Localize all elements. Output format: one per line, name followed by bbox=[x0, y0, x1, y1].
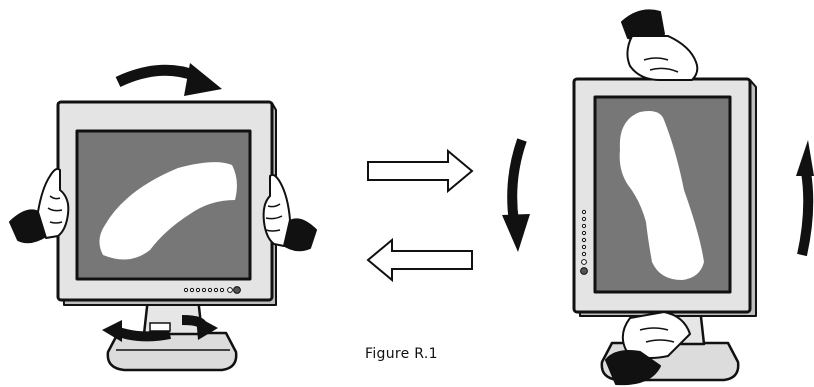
landscape-control-buttons bbox=[183, 286, 241, 294]
left-hand-icon bbox=[9, 167, 70, 244]
portrait-screen-shape bbox=[619, 111, 704, 280]
down-rotate-arrow-icon bbox=[502, 138, 530, 252]
portrait-control-buttons bbox=[580, 209, 588, 275]
arrow-left-icon bbox=[366, 237, 473, 283]
landscape-screen-shape bbox=[99, 162, 237, 260]
top-hand-icon bbox=[621, 9, 699, 81]
landscape-stand-base bbox=[106, 331, 238, 372]
up-rotate-arrow-icon bbox=[796, 140, 814, 257]
top-rotate-arrow-icon bbox=[115, 63, 222, 96]
arrow-right-icon bbox=[367, 148, 474, 194]
swivel-arrows-icon bbox=[102, 315, 218, 342]
figure-caption: Figure R.1 bbox=[365, 346, 438, 362]
right-hand-icon bbox=[262, 173, 317, 252]
bottom-hand-icon bbox=[605, 311, 691, 386]
